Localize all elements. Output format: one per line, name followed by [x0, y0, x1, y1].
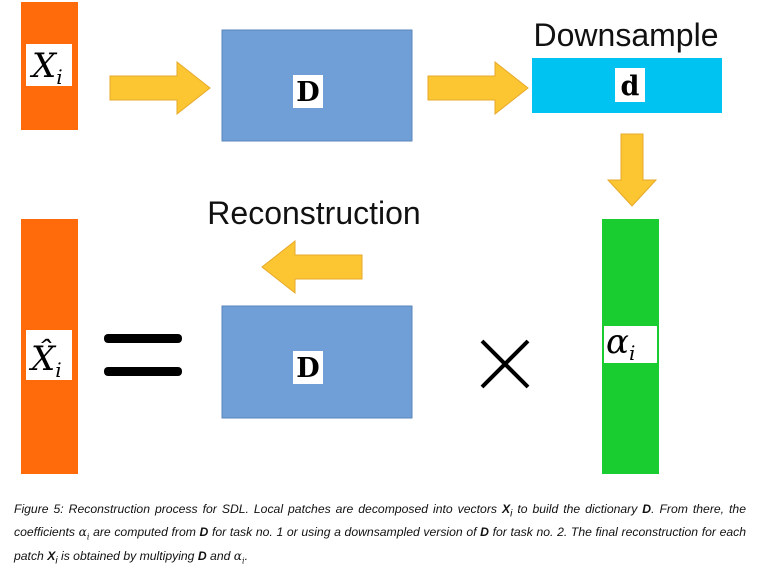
downsampled-label-bg [615, 68, 645, 102]
equals-bar-top [104, 334, 182, 343]
input-label-bg [26, 44, 72, 86]
sdl-diagram: Xi D Downsample d Reconstruction X̂i = D… [0, 0, 722, 474]
figure-caption: Figure 5: Reconstruction process for SDL… [14, 502, 747, 567]
arrow-to-dictionary [109, 60, 211, 116]
input-patch-label: Xi [29, 46, 63, 89]
coefficient-label: αi [606, 322, 635, 365]
reconstruction-title: Reconstruction [207, 195, 420, 231]
times-stroke-2 [480, 339, 530, 389]
coefficient-label-bg [604, 326, 657, 363]
dictionary-label-bg [293, 75, 323, 108]
arrow-to-coefficients [606, 133, 658, 207]
dictionary-bottom-label: D [296, 353, 319, 384]
equals-bar-bottom [104, 367, 182, 376]
equals-symbol: = [0, 0, 1, 1]
arrow-to-downsampled [427, 60, 529, 116]
downsample-title: Downsample [534, 17, 719, 53]
times-symbol: × [0, 0, 1, 1]
arrow-reconstruction [261, 239, 363, 295]
dictionary-bottom-label-bg [293, 351, 323, 384]
reconstructed-label-bg [26, 330, 72, 380]
dictionary-label: D [296, 77, 319, 108]
downsampled-label: d [621, 71, 640, 102]
reconstructed-patch-label: X̂i [28, 338, 62, 382]
